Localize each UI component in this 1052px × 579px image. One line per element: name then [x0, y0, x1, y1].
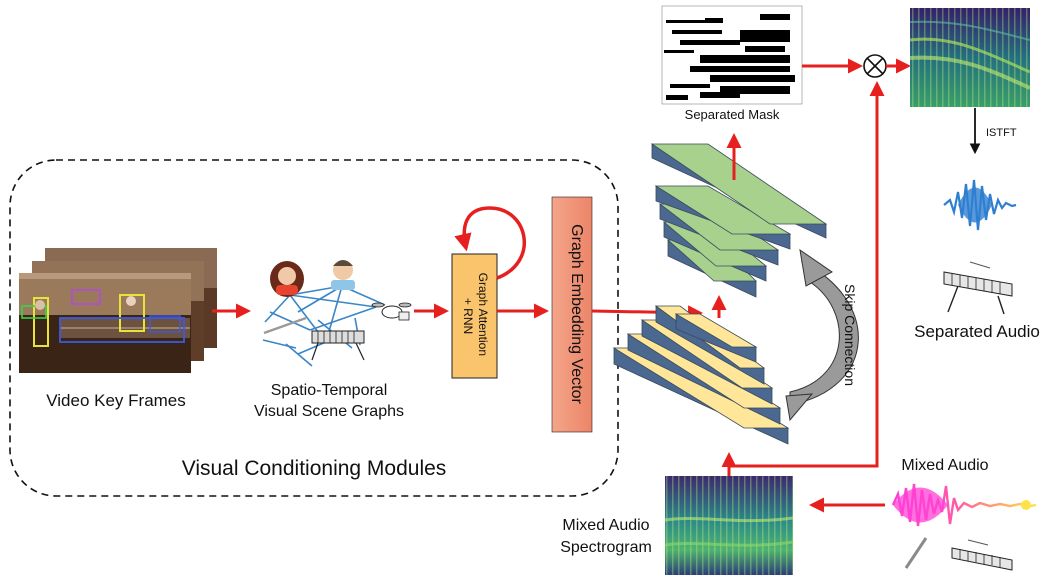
woman-avatar-icon — [270, 261, 304, 297]
graph-embedding-block: Graph Embedding Vector — [551, 196, 593, 433]
graph-embedding-label: Graph Embedding Vector — [568, 224, 585, 404]
xylophone-icon — [311, 330, 365, 361]
skip-connection-arrow: Skip Connection — [785, 248, 859, 422]
separated-audio-label: Separated Audio — [914, 322, 1040, 341]
scene-graph-label-line1: Spatio-Temporal — [271, 382, 388, 399]
mixed-spectrogram-label-line1: Mixed Audio — [562, 517, 649, 534]
video-frame-front — [19, 273, 191, 373]
mixed-audio-label: Mixed Audio — [901, 457, 988, 474]
mixed-input-connector — [721, 81, 885, 476]
graph-attention-label: Graph Attention + RNN — [461, 273, 490, 360]
separated-xylophone-icon — [943, 261, 1013, 315]
recurrent-loop-arrow — [454, 206, 526, 280]
mixed-spectrogram-label-line2: Spectrogram — [560, 539, 652, 556]
video-key-frames: Video Key Frames — [19, 248, 217, 410]
man-avatar-icon — [331, 260, 355, 290]
unet-encoder — [612, 305, 790, 445]
separated-mask-image: Separated Mask — [661, 5, 803, 122]
mixed-xylophone-icon — [951, 539, 1013, 571]
mixed-audio-waveform — [891, 483, 1037, 527]
flute-icon — [263, 316, 307, 335]
separated-mask-label: Separated Mask — [685, 107, 780, 122]
skip-connection-label: Skip Connection — [842, 284, 858, 386]
istft-label: ISTFT — [986, 127, 1017, 139]
visual-conditioning-frame — [9, 159, 619, 497]
unet-decoder — [650, 143, 828, 298]
drum-kit-icon — [371, 302, 412, 321]
separated-audio-waveform — [943, 179, 1017, 231]
scene-graph: Spatio-Temporal Visual Scene Graphs — [254, 260, 412, 420]
multiply-node — [863, 54, 887, 78]
mixed-flute-icon — [904, 537, 928, 569]
separated-spectrogram — [909, 8, 1031, 107]
mixed-audio-spectrogram — [664, 476, 794, 575]
video-key-frames-label: Video Key Frames — [46, 391, 186, 410]
scene-graph-label-line2: Visual Scene Graphs — [254, 403, 404, 420]
visual-conditioning-label: Visual Conditioning Modules — [182, 457, 447, 480]
graph-attention-rnn-block: Graph Attention + RNN — [451, 206, 526, 379]
